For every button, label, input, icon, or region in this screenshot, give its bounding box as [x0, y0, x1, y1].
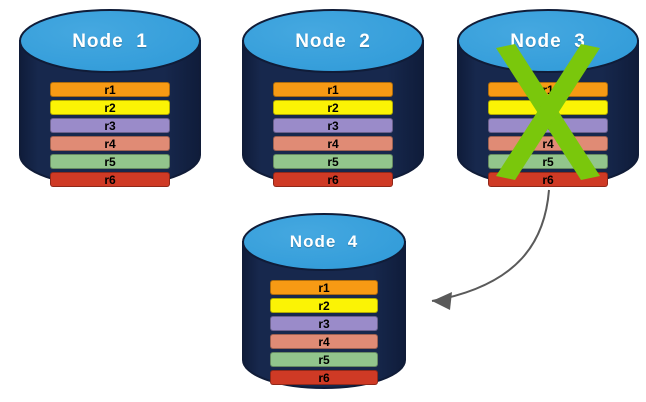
row-label: r6 — [327, 172, 339, 187]
row-label: r1 — [542, 82, 554, 97]
row-label: r2 — [327, 100, 339, 115]
row-r3[interactable]: r3 — [488, 118, 608, 133]
row-r2[interactable]: r2 — [488, 100, 608, 115]
row-r2[interactable]: r2 — [273, 100, 393, 115]
row-label: r1 — [327, 82, 339, 97]
row-r4[interactable]: r4 — [273, 136, 393, 151]
row-r2[interactable]: r2 — [270, 298, 378, 313]
row-r5[interactable]: r5 — [488, 154, 608, 169]
row-r1[interactable]: r1 — [50, 82, 170, 97]
row-label: r5 — [104, 154, 116, 169]
cylinder-top-ellipse — [19, 9, 201, 73]
row-label: r4 — [542, 136, 554, 151]
row-label: r4 — [327, 136, 339, 151]
row-r5[interactable]: r5 — [50, 154, 170, 169]
cylinder-shape — [242, 213, 406, 389]
cylinder-top-ellipse — [457, 9, 639, 73]
row-r6[interactable]: r6 — [270, 370, 378, 385]
row-r3[interactable]: r3 — [270, 316, 378, 331]
row-label: r4 — [318, 334, 330, 349]
row-label: r1 — [318, 280, 330, 295]
row-r1[interactable]: r1 — [273, 82, 393, 97]
row-label: r3 — [327, 118, 339, 133]
row-label: r4 — [104, 136, 116, 151]
cylinder-top-ellipse — [242, 9, 424, 73]
row-label: r6 — [104, 172, 116, 187]
row-label: r5 — [542, 154, 554, 169]
row-label: r5 — [318, 352, 330, 367]
row-label: r3 — [542, 118, 554, 133]
row-r3[interactable]: r3 — [273, 118, 393, 133]
row-r4[interactable]: r4 — [488, 136, 608, 151]
row-r5[interactable]: r5 — [270, 352, 378, 367]
row-r1[interactable]: r1 — [270, 280, 378, 295]
row-label: r6 — [318, 370, 330, 385]
row-label: r5 — [327, 154, 339, 169]
row-r4[interactable]: r4 — [50, 136, 170, 151]
row-r3[interactable]: r3 — [50, 118, 170, 133]
row-r5[interactable]: r5 — [273, 154, 393, 169]
row-r6[interactable]: r6 — [488, 172, 608, 187]
row-label: r3 — [318, 316, 330, 331]
row-label: r2 — [318, 298, 330, 313]
arrow-head-icon — [432, 292, 452, 310]
row-r4[interactable]: r4 — [270, 334, 378, 349]
row-r6[interactable]: r6 — [50, 172, 170, 187]
row-label: r3 — [104, 118, 116, 133]
row-label: r6 — [542, 172, 554, 187]
row-label: r1 — [104, 82, 116, 97]
row-r6[interactable]: r6 — [273, 172, 393, 187]
row-label: r2 — [542, 100, 554, 115]
arrow-curve — [431, 189, 550, 302]
cylinder-top-ellipse — [242, 213, 406, 271]
cylinder-body — [242, 241, 406, 389]
row-r2[interactable]: r2 — [50, 100, 170, 115]
row-r1[interactable]: r1 — [488, 82, 608, 97]
row-label: r2 — [104, 100, 116, 115]
